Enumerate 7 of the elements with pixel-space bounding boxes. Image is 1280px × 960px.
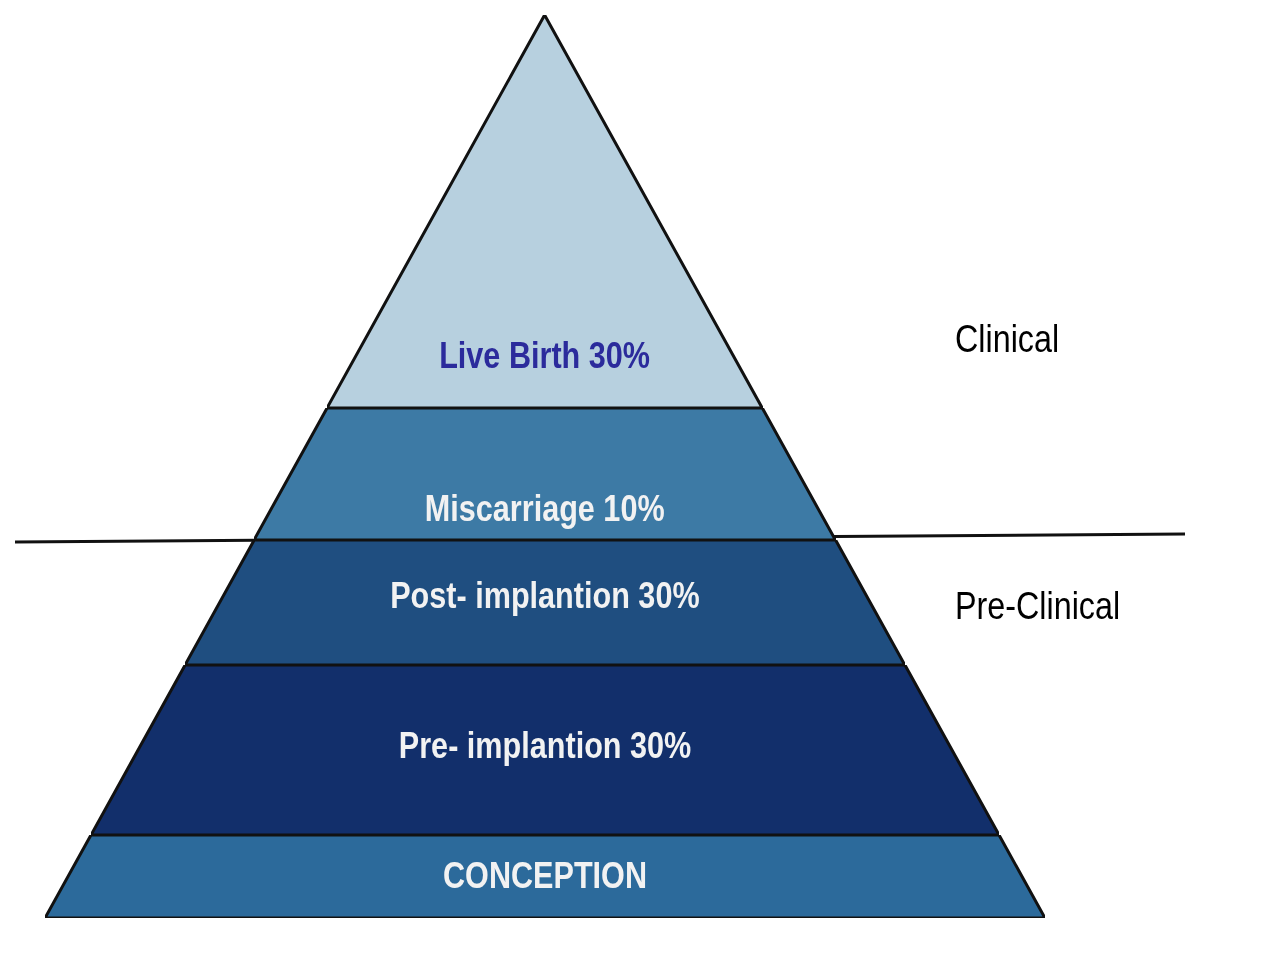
band-label: Miscarriage 10%: [424, 488, 666, 530]
band-label: Live Birth 30%: [438, 335, 652, 377]
band-label: Post- implantion 30%: [389, 575, 701, 617]
stage-label: Pre-Clinical: [955, 585, 1121, 628]
stage-label: Clinical: [955, 318, 1060, 361]
band-label: CONCEPTION: [442, 855, 648, 897]
band-label: Pre- implantion 30%: [397, 725, 693, 767]
